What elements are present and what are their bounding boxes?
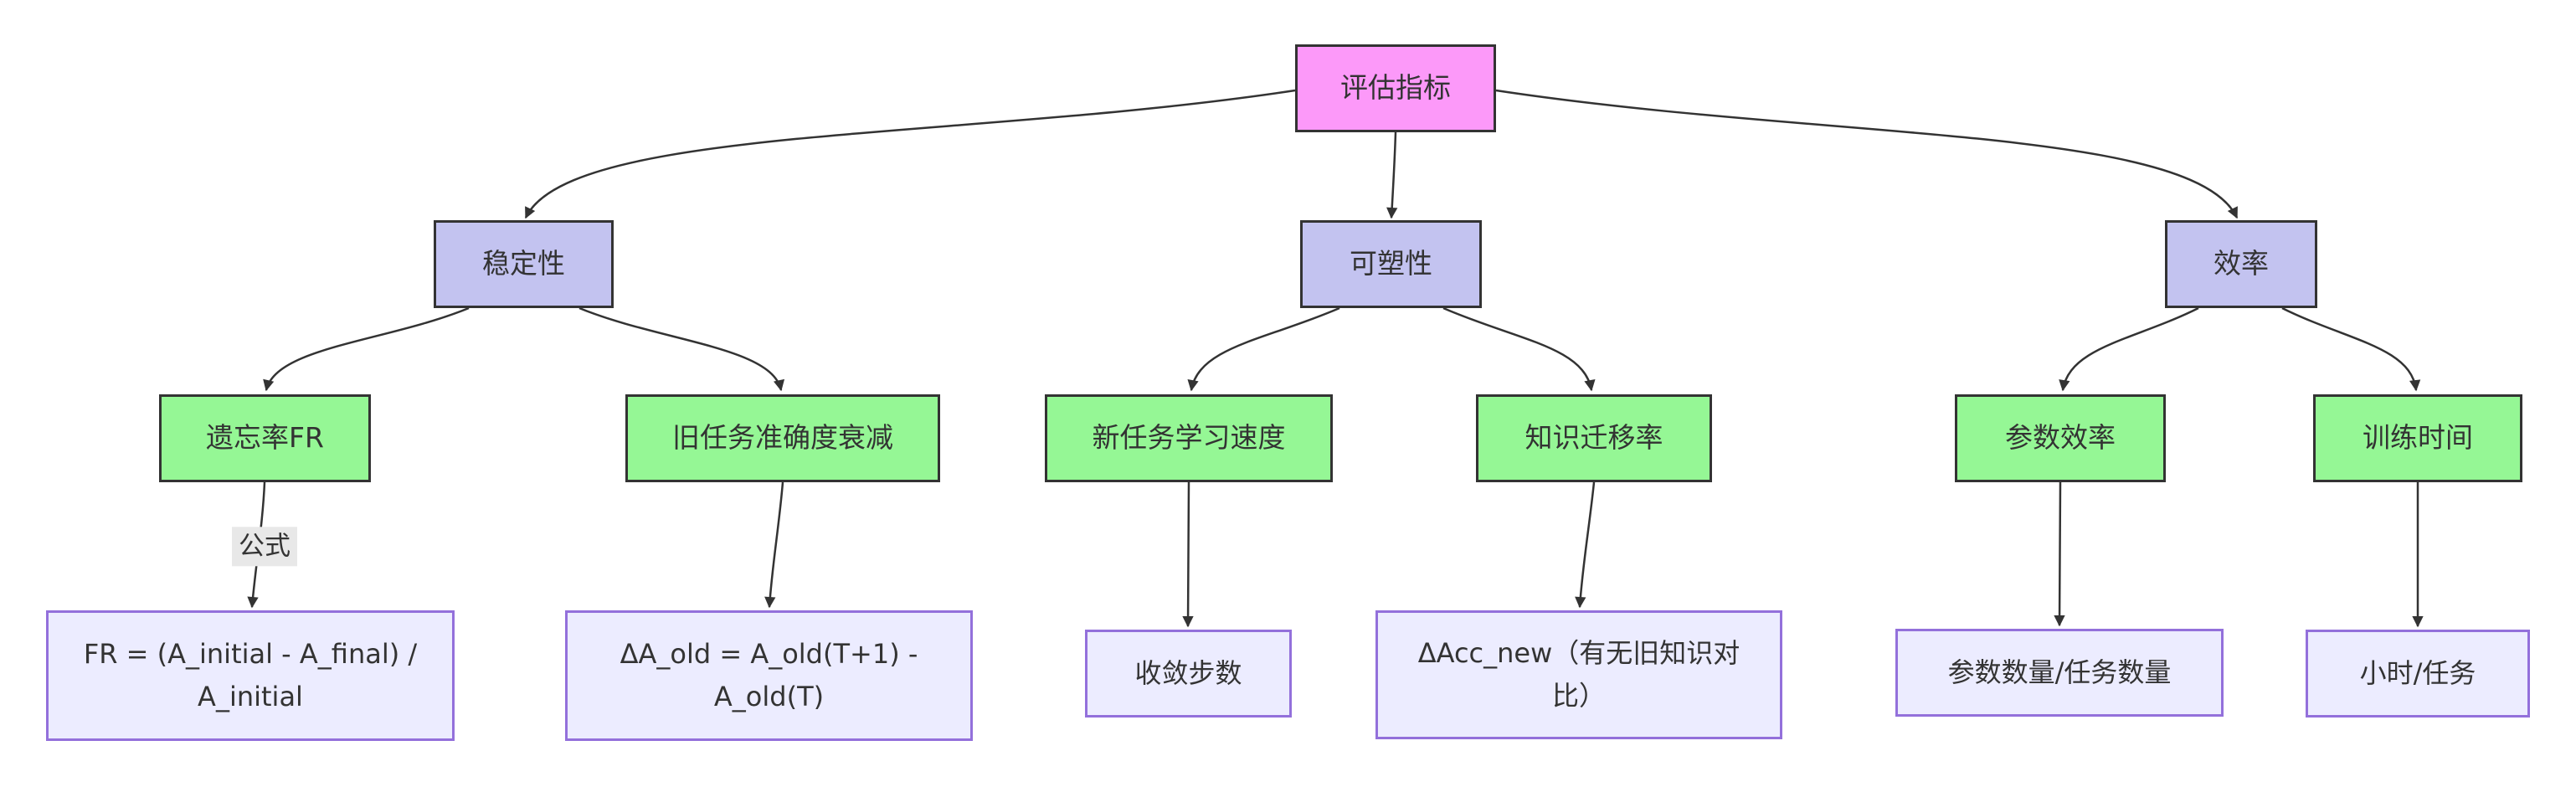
edge-root-efficiency — [1495, 89, 2239, 219]
edge-label-formula-text: 公式 — [239, 531, 291, 562]
edge-efficiency-param — [2059, 306, 2199, 392]
node-convergence-steps-label: 收敛步数 — [1134, 656, 1242, 689]
node-stability-label: 稳定性 — [482, 247, 565, 280]
node-efficiency: 效率 — [2165, 220, 2317, 308]
node-transfer-formula: ΔAcc_new（有无旧知识对比） — [1375, 610, 1782, 739]
node-old-task-decay-label: 旧任务准确度衰减 — [672, 421, 893, 455]
edge-stability-forgetting — [263, 306, 470, 392]
node-fr-formula: FR = (A_initial - A_final) / A_initial — [46, 610, 455, 741]
edge-stability-olddecay — [578, 306, 785, 392]
node-param-metric: 参数数量/任务数量 — [1895, 629, 2224, 717]
node-transfer-formula-label: ΔAcc_new（有无旧知识对比） — [1417, 636, 1740, 712]
node-param-efficiency-label: 参数效率 — [2005, 421, 2116, 455]
node-old-task-decay: 旧任务准确度衰减 — [625, 394, 940, 482]
edge-newspeed-converge — [1182, 481, 1194, 628]
node-forgetting-rate: 遗忘率FR — [159, 394, 371, 482]
node-plasticity: 可塑性 — [1300, 220, 1482, 308]
node-stability: 稳定性 — [434, 220, 614, 308]
edge-root-stability — [524, 89, 1296, 219]
node-root: 评估指标 — [1295, 44, 1496, 132]
node-convergence-steps: 收敛步数 — [1085, 630, 1292, 718]
node-time-metric-label: 小时/任务 — [2359, 656, 2476, 689]
edge-root-plasticity — [1386, 131, 1398, 219]
node-forgetting-rate-label: 遗忘率FR — [206, 421, 324, 455]
node-new-task-speed: 新任务学习速度 — [1045, 394, 1333, 482]
edge-param-metric — [2054, 481, 2065, 627]
node-efficiency-label: 效率 — [2214, 247, 2269, 280]
node-param-efficiency: 参数效率 — [1955, 394, 2166, 482]
node-knowledge-transfer: 知识迁移率 — [1476, 394, 1712, 482]
node-training-time-label: 训练时间 — [2363, 421, 2473, 455]
edge-plasticity-newspeed — [1187, 306, 1340, 392]
node-param-metric-label: 参数数量/任务数量 — [1947, 656, 2172, 688]
node-training-time: 训练时间 — [2313, 394, 2522, 482]
node-time-metric: 小时/任务 — [2306, 630, 2530, 718]
node-fr-formula-label: FR = (A_initial - A_final) / A_initial — [83, 637, 418, 712]
node-old-decay-formula-label: ΔA_old = A_old(T+1) - A_old(T) — [620, 637, 918, 712]
edge-plasticity-transfer — [1442, 306, 1596, 392]
edge-transfer-formula — [1575, 481, 1596, 609]
node-knowledge-transfer-label: 知识迁移率 — [1525, 421, 1663, 455]
edge-efficiency-time — [2281, 306, 2421, 392]
edge-olddecay-formula — [764, 481, 784, 609]
node-root-label: 评估指标 — [1340, 71, 1451, 105]
node-plasticity-label: 可塑性 — [1350, 247, 1432, 280]
edge-label-formula: 公式 — [232, 527, 297, 567]
node-old-decay-formula: ΔA_old = A_old(T+1) - A_old(T) — [565, 610, 973, 741]
node-new-task-speed-label: 新任务学习速度 — [1092, 421, 1286, 455]
